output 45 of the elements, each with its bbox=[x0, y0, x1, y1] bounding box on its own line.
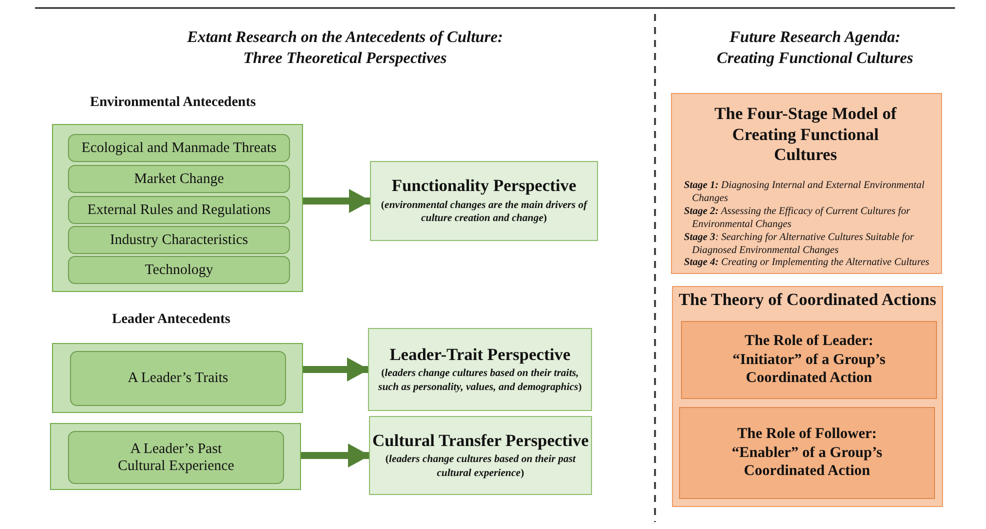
model-title: The Four-Stage Model of Creating Functional Cultures bbox=[713, 104, 898, 166]
factor-box bbox=[68, 226, 290, 254]
group-heading: Leader Antecedents bbox=[112, 312, 230, 328]
factor-box bbox=[68, 165, 290, 193]
factor-box bbox=[68, 256, 290, 284]
factor-text: Industry Characteristics bbox=[108, 232, 250, 248]
perspective-title: Functionality Perspective bbox=[392, 176, 576, 197]
role-text: The Role of Follower: “Enabler” of a Group’s Coordinated Action bbox=[730, 424, 884, 482]
perspective-description: (environmental changes are the main drivers of culture creation and change) bbox=[380, 198, 589, 226]
group-box bbox=[50, 423, 301, 490]
factor-box bbox=[68, 134, 290, 162]
perspective-box bbox=[370, 161, 598, 241]
factor-box bbox=[68, 196, 290, 224]
role-text: The Role of Leader: “Initiator” of a Group’s Coordinated Action bbox=[732, 332, 886, 388]
group-heading: Environmental Antecedents bbox=[90, 95, 256, 111]
factor-text: Market Change bbox=[133, 170, 225, 188]
factor-text: A Leader’s Past Cultural Experience bbox=[116, 440, 236, 474]
model-box bbox=[671, 93, 942, 274]
theory-box bbox=[672, 286, 943, 507]
factor-text: Ecological and Manmade Threats bbox=[80, 140, 278, 156]
perspective-box bbox=[368, 328, 592, 411]
column-heading: Future Research Agenda: Creating Functional Cultures bbox=[716, 28, 914, 69]
role-box bbox=[679, 407, 935, 499]
stage-text: Stage 2: Assessing the Efficacy of Current Cultures for Environmental Changes bbox=[683, 206, 912, 232]
arrow bbox=[301, 444, 370, 468]
group-box bbox=[52, 343, 303, 413]
column-heading: Extant Research on the Antecedents of Culture: Three Theoretical Perspectives bbox=[186, 28, 504, 69]
model-title: The Theory of Coordinated Actions bbox=[678, 290, 936, 311]
stage-text: Stage 1: Diagnosing Internal and External Environmental Changes bbox=[683, 180, 926, 206]
perspective-description: (leaders change cultures based on their traits, such as personality, values, and demographics) bbox=[377, 367, 583, 394]
factor-text: Technology bbox=[144, 262, 214, 278]
perspective-box bbox=[369, 416, 592, 495]
factor-text: A Leader’s Traits bbox=[126, 370, 230, 387]
factor-box bbox=[68, 431, 284, 484]
factor-text: External Rules and Regulations bbox=[86, 202, 272, 218]
factor-box bbox=[70, 351, 286, 406]
arrow bbox=[303, 189, 371, 213]
perspective-title: Leader-Trait Perspective bbox=[390, 344, 570, 366]
perspective-title: Cultural Transfer Perspective bbox=[372, 430, 589, 452]
group-box bbox=[52, 124, 303, 292]
perspective-description: (leaders change cultures based on their past cultural experience) bbox=[384, 453, 577, 480]
role-box bbox=[681, 321, 937, 399]
stage-text: Stage 3: Searching for Alternative Cultures Suitable for Diagnosed Environmental Changes bbox=[683, 232, 915, 258]
stage-text: Stage 4: Creating or Implementing the Alternative Cultures bbox=[683, 257, 930, 270]
arrow bbox=[303, 358, 369, 382]
